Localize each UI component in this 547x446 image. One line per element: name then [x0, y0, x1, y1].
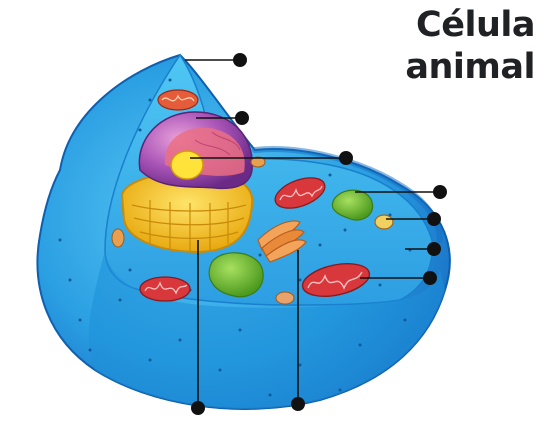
marker-6	[427, 242, 441, 256]
diagram-title: Célula animal	[405, 4, 535, 88]
mitochondrion-small	[157, 89, 199, 111]
marker-1	[233, 53, 247, 67]
pointer-lines	[185, 59, 440, 408]
marker-4	[433, 185, 447, 199]
marker-9	[291, 397, 305, 411]
mitochondrion-2	[139, 276, 191, 302]
vacuole-2	[208, 252, 264, 298]
marker-3	[339, 151, 353, 165]
marker-8	[191, 401, 205, 415]
mitochondrion-3	[301, 263, 371, 297]
marker-5	[427, 212, 441, 226]
title-line-1: Célula	[416, 5, 535, 45]
chromatin	[194, 131, 241, 156]
nucleolus	[170, 150, 204, 180]
vesicle-left	[111, 228, 125, 248]
golgi-apparatus	[257, 220, 307, 263]
er-ridges	[131, 200, 247, 252]
vacuole-1	[331, 189, 374, 221]
title-line-2: animal	[405, 47, 535, 87]
marker-7	[423, 271, 437, 285]
mitochondrion-1	[274, 177, 326, 209]
lysosome	[374, 214, 394, 230]
marker-2	[235, 111, 249, 125]
vesicle-top	[250, 156, 266, 168]
cytoplasm-ledge	[88, 250, 446, 409]
label-markers	[191, 53, 447, 415]
vesicle-small	[275, 291, 295, 305]
ribosome-dots	[58, 78, 412, 397]
